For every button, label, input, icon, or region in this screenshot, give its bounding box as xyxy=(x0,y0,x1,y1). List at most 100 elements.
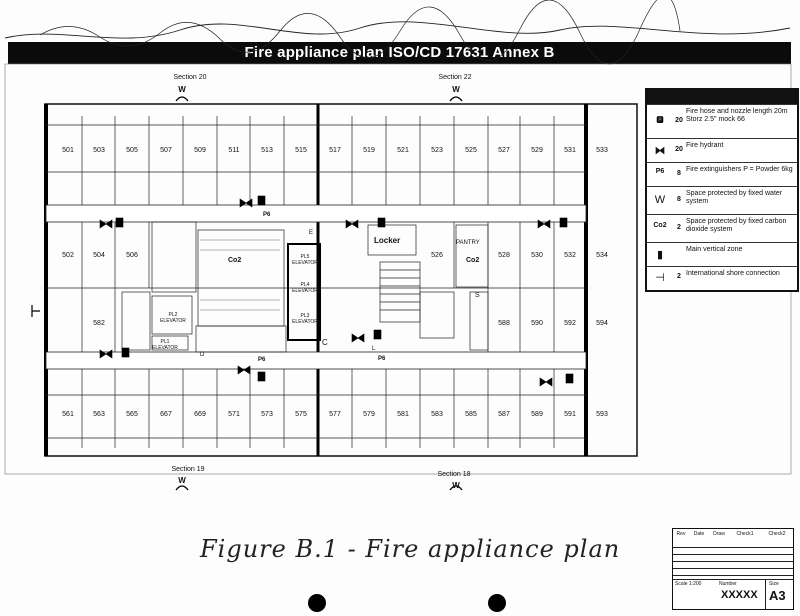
corridor-lower xyxy=(45,351,587,370)
section-label: Section 20 xyxy=(173,74,207,81)
titleblock-header-cell: Date xyxy=(693,531,705,537)
scribble-top xyxy=(4,21,791,39)
pantry-label: PANTRY xyxy=(456,240,480,246)
legend-quantity: 20 xyxy=(675,146,683,153)
room-number: 561 xyxy=(62,411,74,418)
room-number: 577 xyxy=(329,411,341,418)
drawing-number: XXXXX xyxy=(721,589,758,601)
room-number: 506 xyxy=(126,252,138,259)
legend-quantity: 8 xyxy=(677,196,681,203)
fire-hydrant-icon: ⧓ xyxy=(654,145,666,157)
room-number: 667 xyxy=(160,411,172,418)
room-number: 517 xyxy=(329,147,341,154)
legend-row: ▮ Main vertical zone xyxy=(647,242,797,267)
legend-text: Space protected by fixed carbon dioxide … xyxy=(686,218,787,233)
water-symbol: W xyxy=(452,85,460,94)
vertical-zone-icon: ▮ xyxy=(656,249,664,261)
fire-hose-icon: 🅿 xyxy=(656,117,664,124)
small-letter: D xyxy=(200,352,205,358)
room-number: 504 xyxy=(93,252,105,259)
room-number: 571 xyxy=(228,411,240,418)
extinguisher-label: P6 xyxy=(258,357,266,363)
room-number: 501 xyxy=(62,147,74,154)
w-markers xyxy=(175,96,463,491)
elevator-label: PL4 ELEVATOR xyxy=(292,282,318,294)
water-symbol: W xyxy=(178,476,186,485)
room-number: 515 xyxy=(295,147,307,154)
section-label: Section 22 xyxy=(438,74,472,81)
room-number: 534 xyxy=(596,252,608,259)
titleblock-header-cell: Draw xyxy=(713,531,725,537)
legend-text: Space protected by fixed water system xyxy=(686,190,783,205)
extinguisher-icon: P6 xyxy=(655,168,665,175)
room-number: 528 xyxy=(498,252,510,259)
elevator-label: PL2 ELEVATOR xyxy=(160,312,186,324)
shore-connection-symbol xyxy=(31,305,40,317)
elevator-label: PL1 ELEVATOR xyxy=(152,339,178,351)
section-label: Section 18 xyxy=(437,471,471,478)
legend-row: W 8 Space protected by fixed water system xyxy=(647,186,797,215)
room-number: 521 xyxy=(397,147,409,154)
legend-text: Fire hose and nozzle length 20m Storz 2.… xyxy=(686,108,788,123)
room-number: 563 xyxy=(93,411,105,418)
titleblock-header-cell: Check2 xyxy=(768,531,786,537)
revision-grid xyxy=(673,541,793,580)
legend-quantity: 8 xyxy=(677,170,681,177)
room-number: 531 xyxy=(564,147,576,154)
room-number: 592 xyxy=(564,320,576,327)
room-number: 533 xyxy=(596,147,608,154)
co2-icon: Co2 xyxy=(653,222,667,229)
room-number: 527 xyxy=(498,147,510,154)
legend-quantity: 20 xyxy=(675,117,683,124)
bottom-cabins xyxy=(46,369,586,448)
shore-connection-icon: ⊣ xyxy=(655,272,665,284)
room-number: 523 xyxy=(431,147,443,154)
middle-band xyxy=(46,221,586,353)
section-label: Section 19 xyxy=(171,466,205,473)
room-number: 585 xyxy=(465,411,477,418)
room-number: 505 xyxy=(126,147,138,154)
room-number: 511 xyxy=(228,147,240,154)
room-number: 590 xyxy=(531,320,543,327)
room-number: 593 xyxy=(596,411,608,418)
legend-quantity: 2 xyxy=(677,273,681,280)
room-number: 565 xyxy=(126,411,138,418)
titleblock-divider xyxy=(765,579,766,609)
hose-letter: C xyxy=(322,338,328,347)
hatch-letter: S xyxy=(475,292,480,299)
room-number: 588 xyxy=(498,320,510,327)
room-number: 526 xyxy=(431,252,443,259)
room-number: 513 xyxy=(261,147,273,154)
extinguisher-label: P6 xyxy=(263,212,271,218)
room-number: 509 xyxy=(194,147,206,154)
small-letter: L xyxy=(372,346,376,352)
legend-text: Main vertical zone xyxy=(686,246,743,253)
room-number: 575 xyxy=(295,411,307,418)
co2-label: Co2 xyxy=(466,257,480,264)
room-number: 582 xyxy=(93,320,105,327)
punch-hole xyxy=(308,594,326,612)
hydrant-symbols xyxy=(99,195,574,387)
scale-text: Scale 1:200 xyxy=(675,581,702,587)
room-number: 502 xyxy=(62,252,74,259)
room-number: 532 xyxy=(564,252,576,259)
water-system-icon: W xyxy=(654,194,666,206)
room-number: 573 xyxy=(261,411,273,418)
sheet-size: A3 xyxy=(769,588,786,603)
elevator-label: PL3 ELEVATOR xyxy=(292,313,318,325)
legend-text: Fire hydrant xyxy=(686,142,724,149)
room-number: 529 xyxy=(531,147,543,154)
room-number: 589 xyxy=(531,411,543,418)
water-symbol: W xyxy=(452,481,460,490)
titleblock-header-cell: Rev xyxy=(676,531,686,537)
room-number: 583 xyxy=(431,411,443,418)
punch-hole xyxy=(488,594,506,612)
co2-label: Co2 xyxy=(228,257,242,264)
